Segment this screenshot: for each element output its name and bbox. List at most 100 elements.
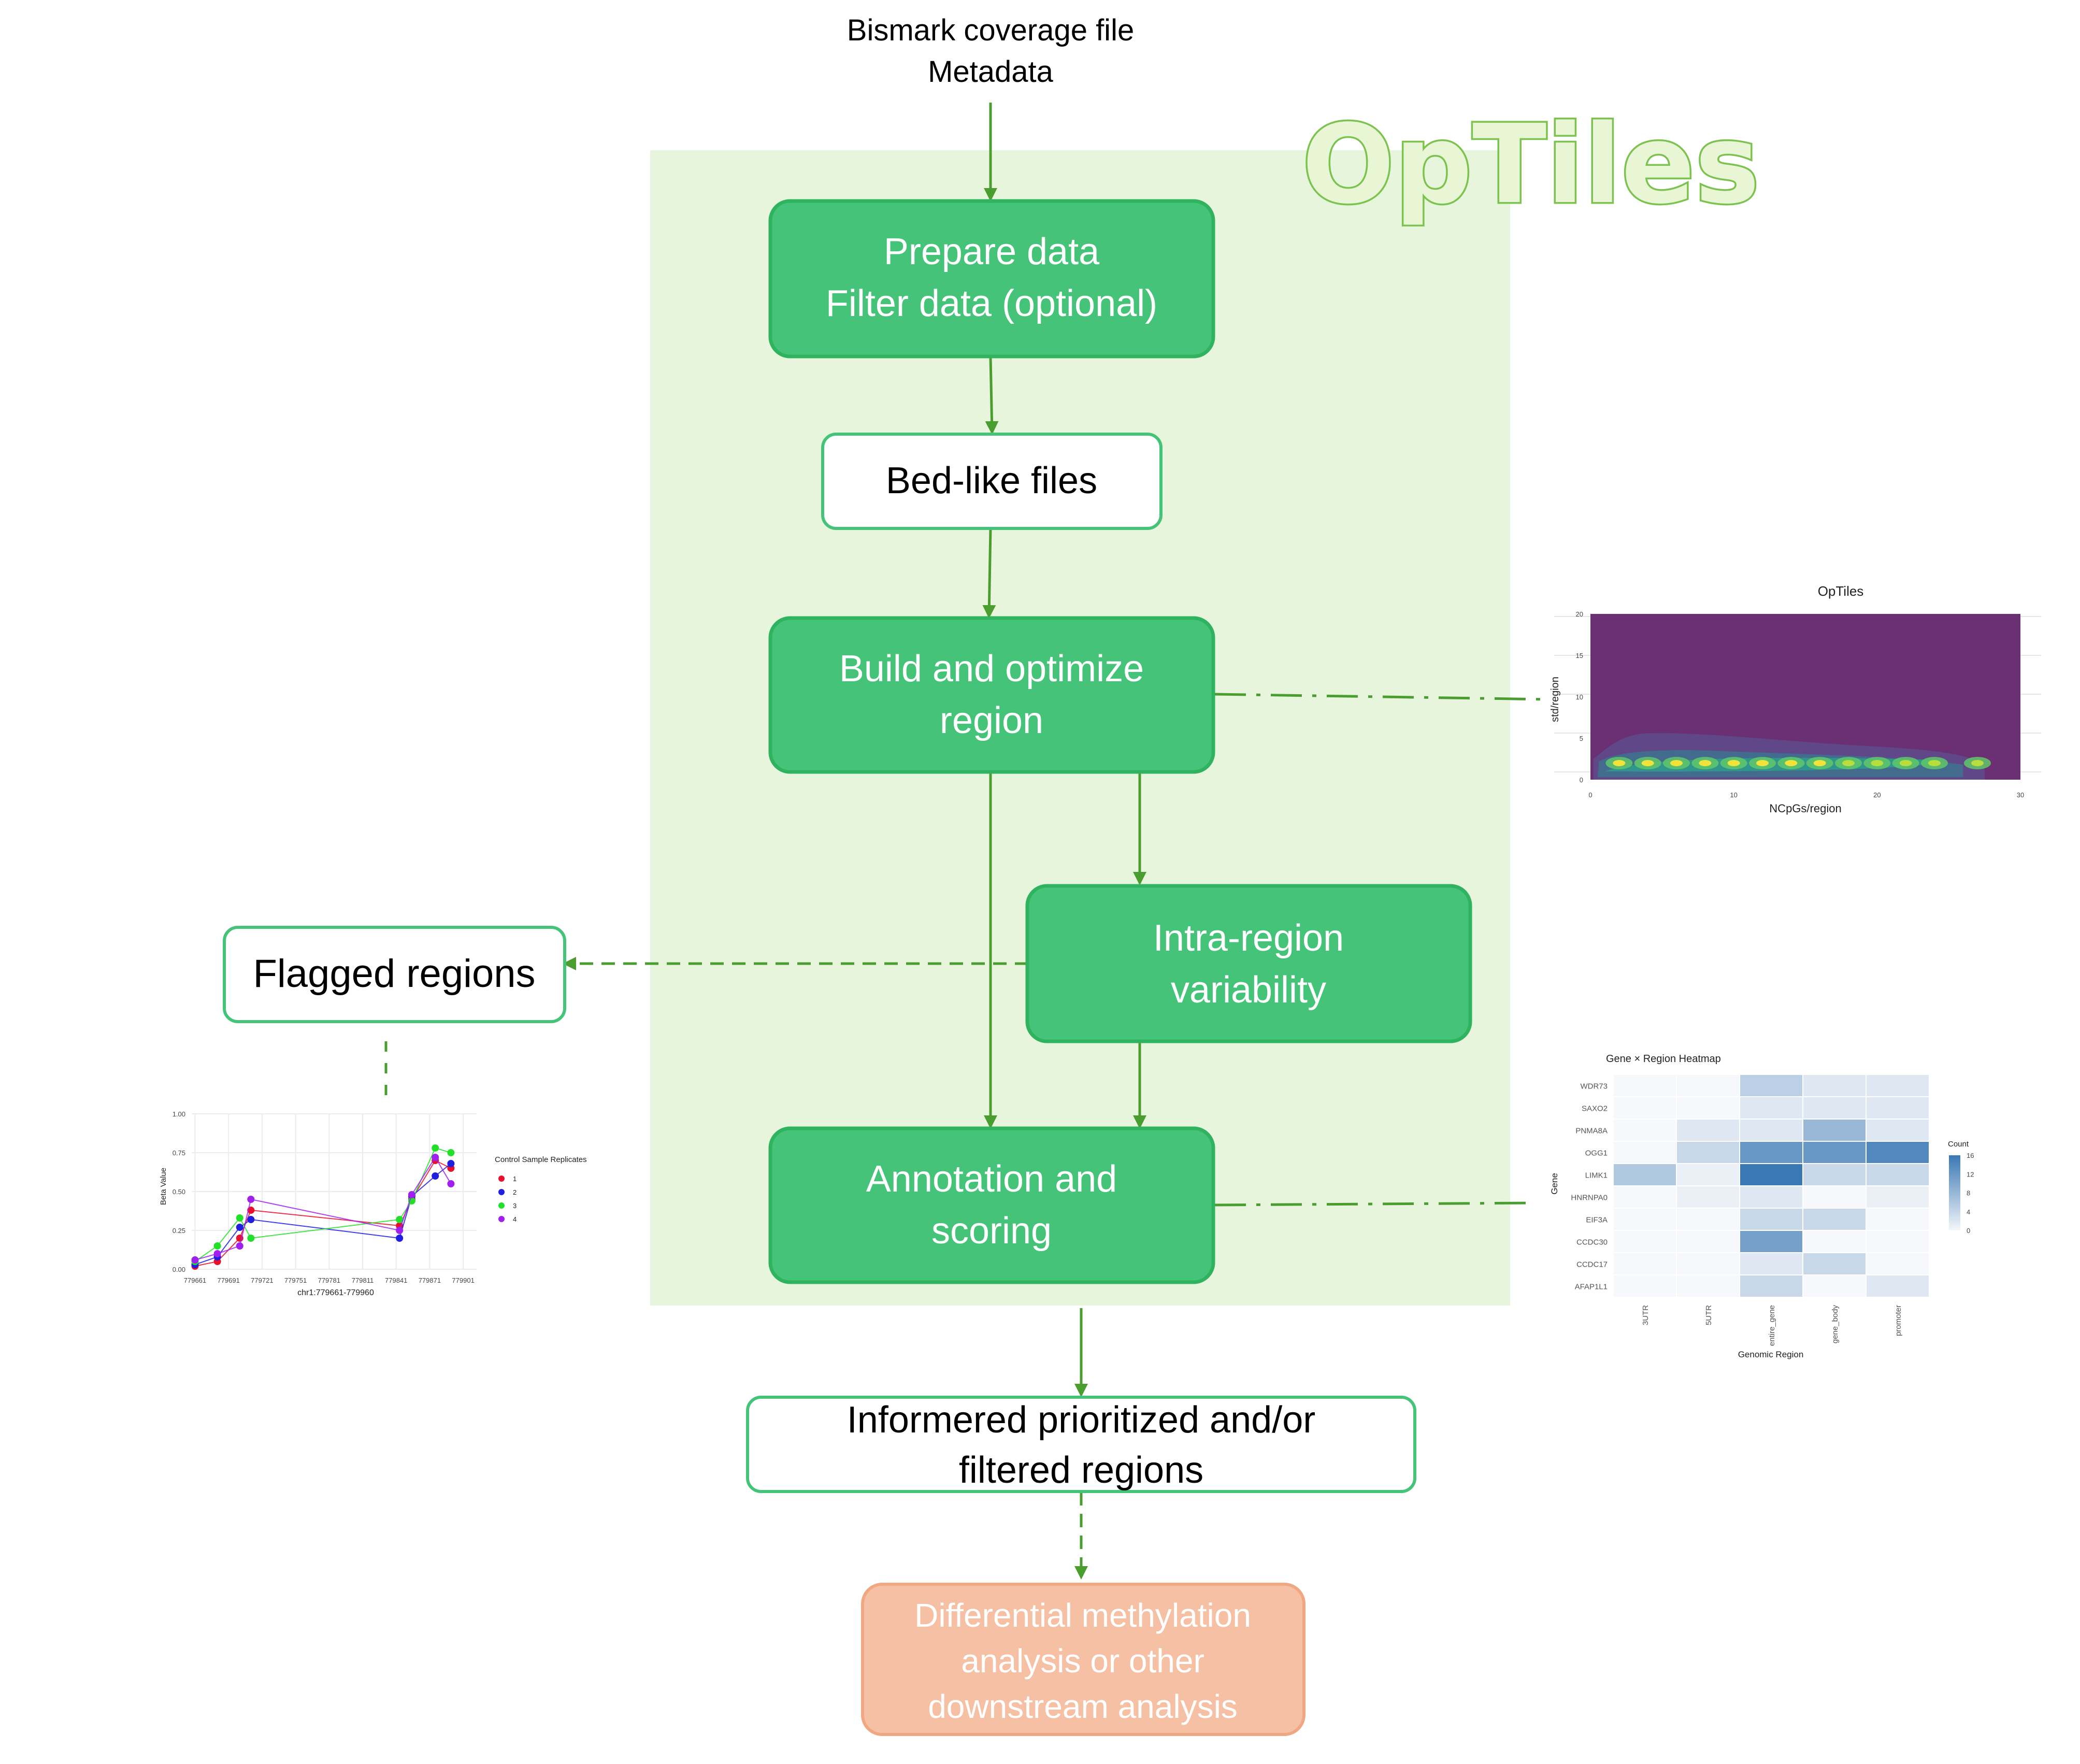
heatmap-row-label: CCDC30 [1576,1238,1608,1247]
density-chart-title: OpTiles [1818,583,1864,599]
heatmap-row-label: SAXO2 [1582,1105,1608,1113]
replicates-point [236,1224,243,1231]
density-hotspot-core [1727,760,1740,766]
replicates-y-tick: 0.25 [173,1227,185,1235]
density-y-tick: 15 [1576,652,1583,659]
downstream-line1: Differential methylation [914,1597,1251,1634]
replicates-legend-label: 1 [513,1175,517,1183]
density-hotspot-core [1971,760,1984,766]
heatmap-row-label: EIF3A [1586,1216,1608,1225]
density-hotspot-core [1813,760,1826,766]
heatmap-legend-tick: 4 [1967,1208,1970,1216]
replicates-point [447,1180,455,1187]
heatmap-cell [1677,1164,1739,1185]
informed-regions-line2: filtered regions [959,1450,1203,1491]
density-hotspot-core [1641,760,1654,766]
heatmap-cell [1614,1231,1676,1252]
replicates-point [236,1242,243,1250]
heatmap-cell [1740,1253,1802,1274]
replicates-point [396,1235,404,1242]
heatmap-row-label: PNMA8A [1575,1127,1608,1136]
downstream-line3: downstream analysis [928,1688,1238,1725]
density-x-tick: 30 [2017,791,2024,799]
replicates-legend-key [498,1175,505,1182]
heatmap-cell [1867,1164,1929,1185]
density-hotspot-core [1871,760,1884,766]
step-prepare-line2: Filter data (optional) [826,283,1157,324]
replicates-point [408,1191,415,1198]
heatmap-cell [1740,1164,1802,1185]
density-hotspot-core [1699,760,1712,766]
heatmap-cells [1614,1075,1929,1297]
heatmap-cell [1867,1209,1929,1230]
downstream-box: Differential methylation analysis or oth… [861,1583,1306,1736]
heatmap-col-label: 5UTR [1704,1305,1713,1325]
density-hotspot-core [1842,760,1855,766]
density-hotspot-core [1613,760,1626,766]
heatmap-cell [1677,1253,1739,1274]
heatmap-cell [1803,1275,1866,1297]
heatmap-cell [1614,1097,1676,1118]
heatmap-cell [1867,1075,1929,1096]
heatmap-cell [1740,1209,1802,1230]
replicates-x-tick: 779901 [452,1277,474,1284]
heatmap-legend-tick: 0 [1967,1227,1970,1235]
informed-regions-line1: Informered prioritized and/or [847,1399,1315,1441]
heatmap-legend-title: Count [1948,1140,1969,1149]
step-annotation-line2: scoring [931,1210,1052,1252]
heatmap-col-label: entire_gene [1768,1305,1776,1346]
replicates-x-tick: 779871 [419,1277,441,1284]
density-hotspot-core [1670,760,1683,766]
replicates-point [191,1256,199,1264]
heatmap-cell [1740,1275,1802,1297]
heatmap-y-label: Gene [1550,1173,1559,1195]
step-bedlike-label: Bed-like files [886,460,1097,501]
heatmap-cell [1867,1275,1929,1297]
heatmap-cell [1677,1231,1739,1252]
heatmap-row-label: AFAP1L1 [1575,1283,1608,1292]
replicates-point [396,1216,404,1223]
replicates-x-tick: 779811 [352,1277,374,1284]
heatmap-row-label: WDR73 [1580,1082,1608,1091]
step-build-line1: Build and optimize [839,648,1144,690]
replicates-legend-key [498,1189,505,1195]
step-annotation: Annotation and scoring [768,1126,1215,1284]
step-prepare-line1: Prepare data [884,231,1100,273]
heatmap-title: Gene × Region Heatmap [1606,1053,1721,1065]
replicates-legend-label: 3 [513,1202,517,1210]
replicates-x-tick: 779751 [284,1277,307,1284]
heatmap-cell [1803,1253,1866,1274]
heatmap-cell [1803,1075,1866,1096]
step-prepare: Prepare data Filter data (optional) [768,199,1215,358]
heatmap-cell [1677,1209,1739,1230]
heatmap-col-label: gene_body [1831,1305,1840,1344]
replicates-point [213,1250,221,1257]
replicates-point [247,1235,255,1242]
flagged-regions-box: Flagged regions [223,926,566,1023]
heatmap-x-label: Genomic Region [1738,1350,1804,1359]
heatmap-colorbar [1949,1155,1960,1230]
heatmap-cell [1677,1097,1739,1118]
replicates-grid [192,1113,477,1270]
heatmap-cell [1803,1120,1866,1141]
heatmap-cell [1867,1097,1929,1118]
replicates-point [213,1242,221,1250]
heatmap-legend-tick: 12 [1967,1170,1974,1178]
replicates-point [432,1172,439,1180]
heatmap-cell [1867,1186,1929,1208]
step-build: Build and optimize region [768,616,1215,774]
heatmap-chart: Gene × Region Heatmap WDR73SAXO2PNMA8AOG… [1550,1053,1974,1359]
heatmap-cell [1677,1275,1739,1297]
density-hotspot-core [1899,760,1912,766]
heatmap-cell [1803,1097,1866,1118]
replicates-legend-title: Control Sample Replicates [495,1155,587,1164]
replicates-legend-key [498,1216,505,1222]
density-x-label: NCpGs/region [1769,802,1841,815]
density-y-label: std/region [1550,677,1561,722]
